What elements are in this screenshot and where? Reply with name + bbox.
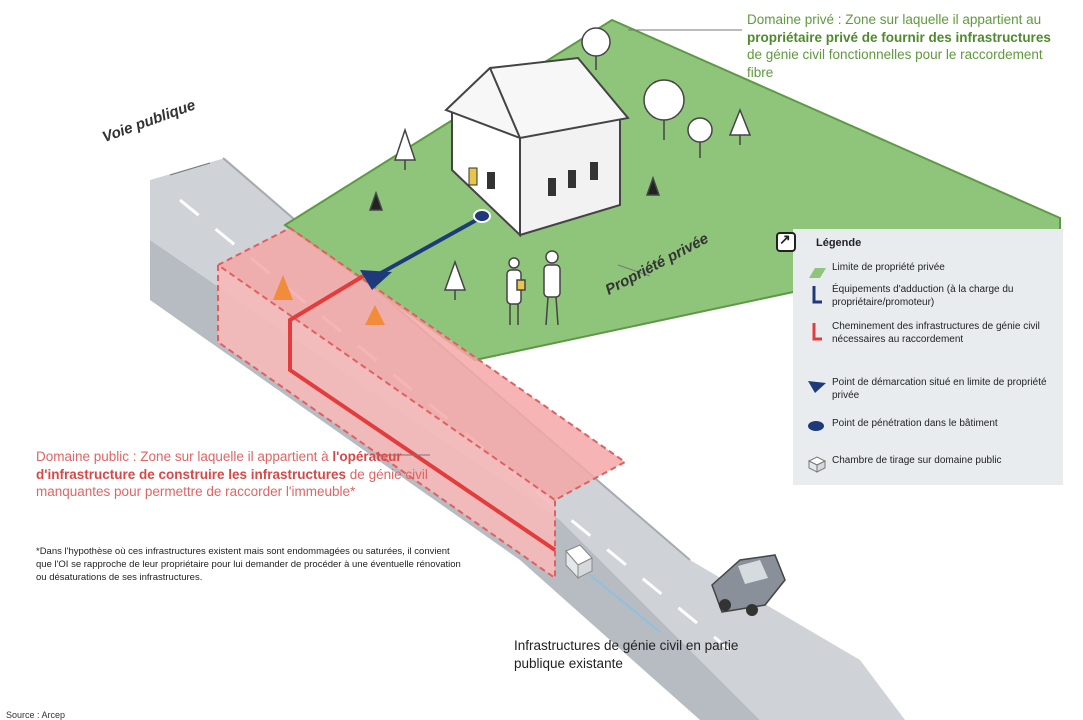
legend-item-label: Point de pénétration dans le bâtiment [832, 418, 998, 429]
penetration-point [473, 209, 491, 223]
demarcation-triangle-icon [808, 381, 826, 393]
people [506, 250, 561, 326]
arrow-icon: ↗ [776, 231, 796, 252]
public-domain-note: Domaine public : Zone sur laquelle il ap… [36, 448, 476, 501]
private-note-prefix: Domaine privé : Zone sur laquelle il app… [747, 12, 1042, 27]
private-note-bold: propriétaire privé de fournir des infras… [747, 29, 1051, 45]
legend-item-label: Cheminement des infrastructures de génie… [832, 321, 1040, 345]
demarcation-point [360, 270, 392, 290]
legend-item-label: Chambre de tirage sur domaine public [832, 455, 1002, 466]
private-note-suffix: de génie civil fonctionnelles pour le ra… [747, 47, 1043, 80]
pulling-chamber [565, 544, 661, 633]
legend-item-label: Limite de propriété privée [832, 262, 945, 273]
red-duct-icon [812, 323, 822, 341]
public-note-bold: l'opérateur d'infrastructure de construi… [36, 449, 402, 482]
chamber-box-icon [807, 456, 827, 473]
legend-title: Légende [816, 237, 862, 249]
traffic-cones [273, 275, 385, 325]
existing-infra-label: Infrastructures de génie civil en partie… [514, 638, 739, 671]
footnote: *Dans l'hypothèse où ces infrastructures… [36, 546, 461, 583]
source-label: Source : Arcep [6, 710, 66, 720]
green-parcel-icon [809, 268, 826, 278]
public-note-prefix: Domaine public : Zone sur laquelle il ap… [36, 449, 333, 464]
legend-panel [793, 229, 1063, 485]
legend-item-label: Équipements d'adduction (à la charge du … [832, 284, 1014, 308]
red-duct-path [288, 273, 557, 552]
house [444, 56, 630, 238]
car [711, 554, 786, 616]
legend-item-label: Point de démarcation situé en limite de … [832, 377, 1047, 401]
penetration-ellipse-icon [808, 421, 824, 431]
public-note-suffix: de génie civil manquantes pour permettre… [36, 466, 428, 500]
private-domain-note: Domaine privé : Zone sur laquelle il app… [747, 11, 1067, 81]
trees [368, 27, 752, 300]
blue-adduction-duct [371, 216, 481, 280]
public-zone [217, 226, 627, 580]
blue-duct-icon [812, 286, 822, 304]
